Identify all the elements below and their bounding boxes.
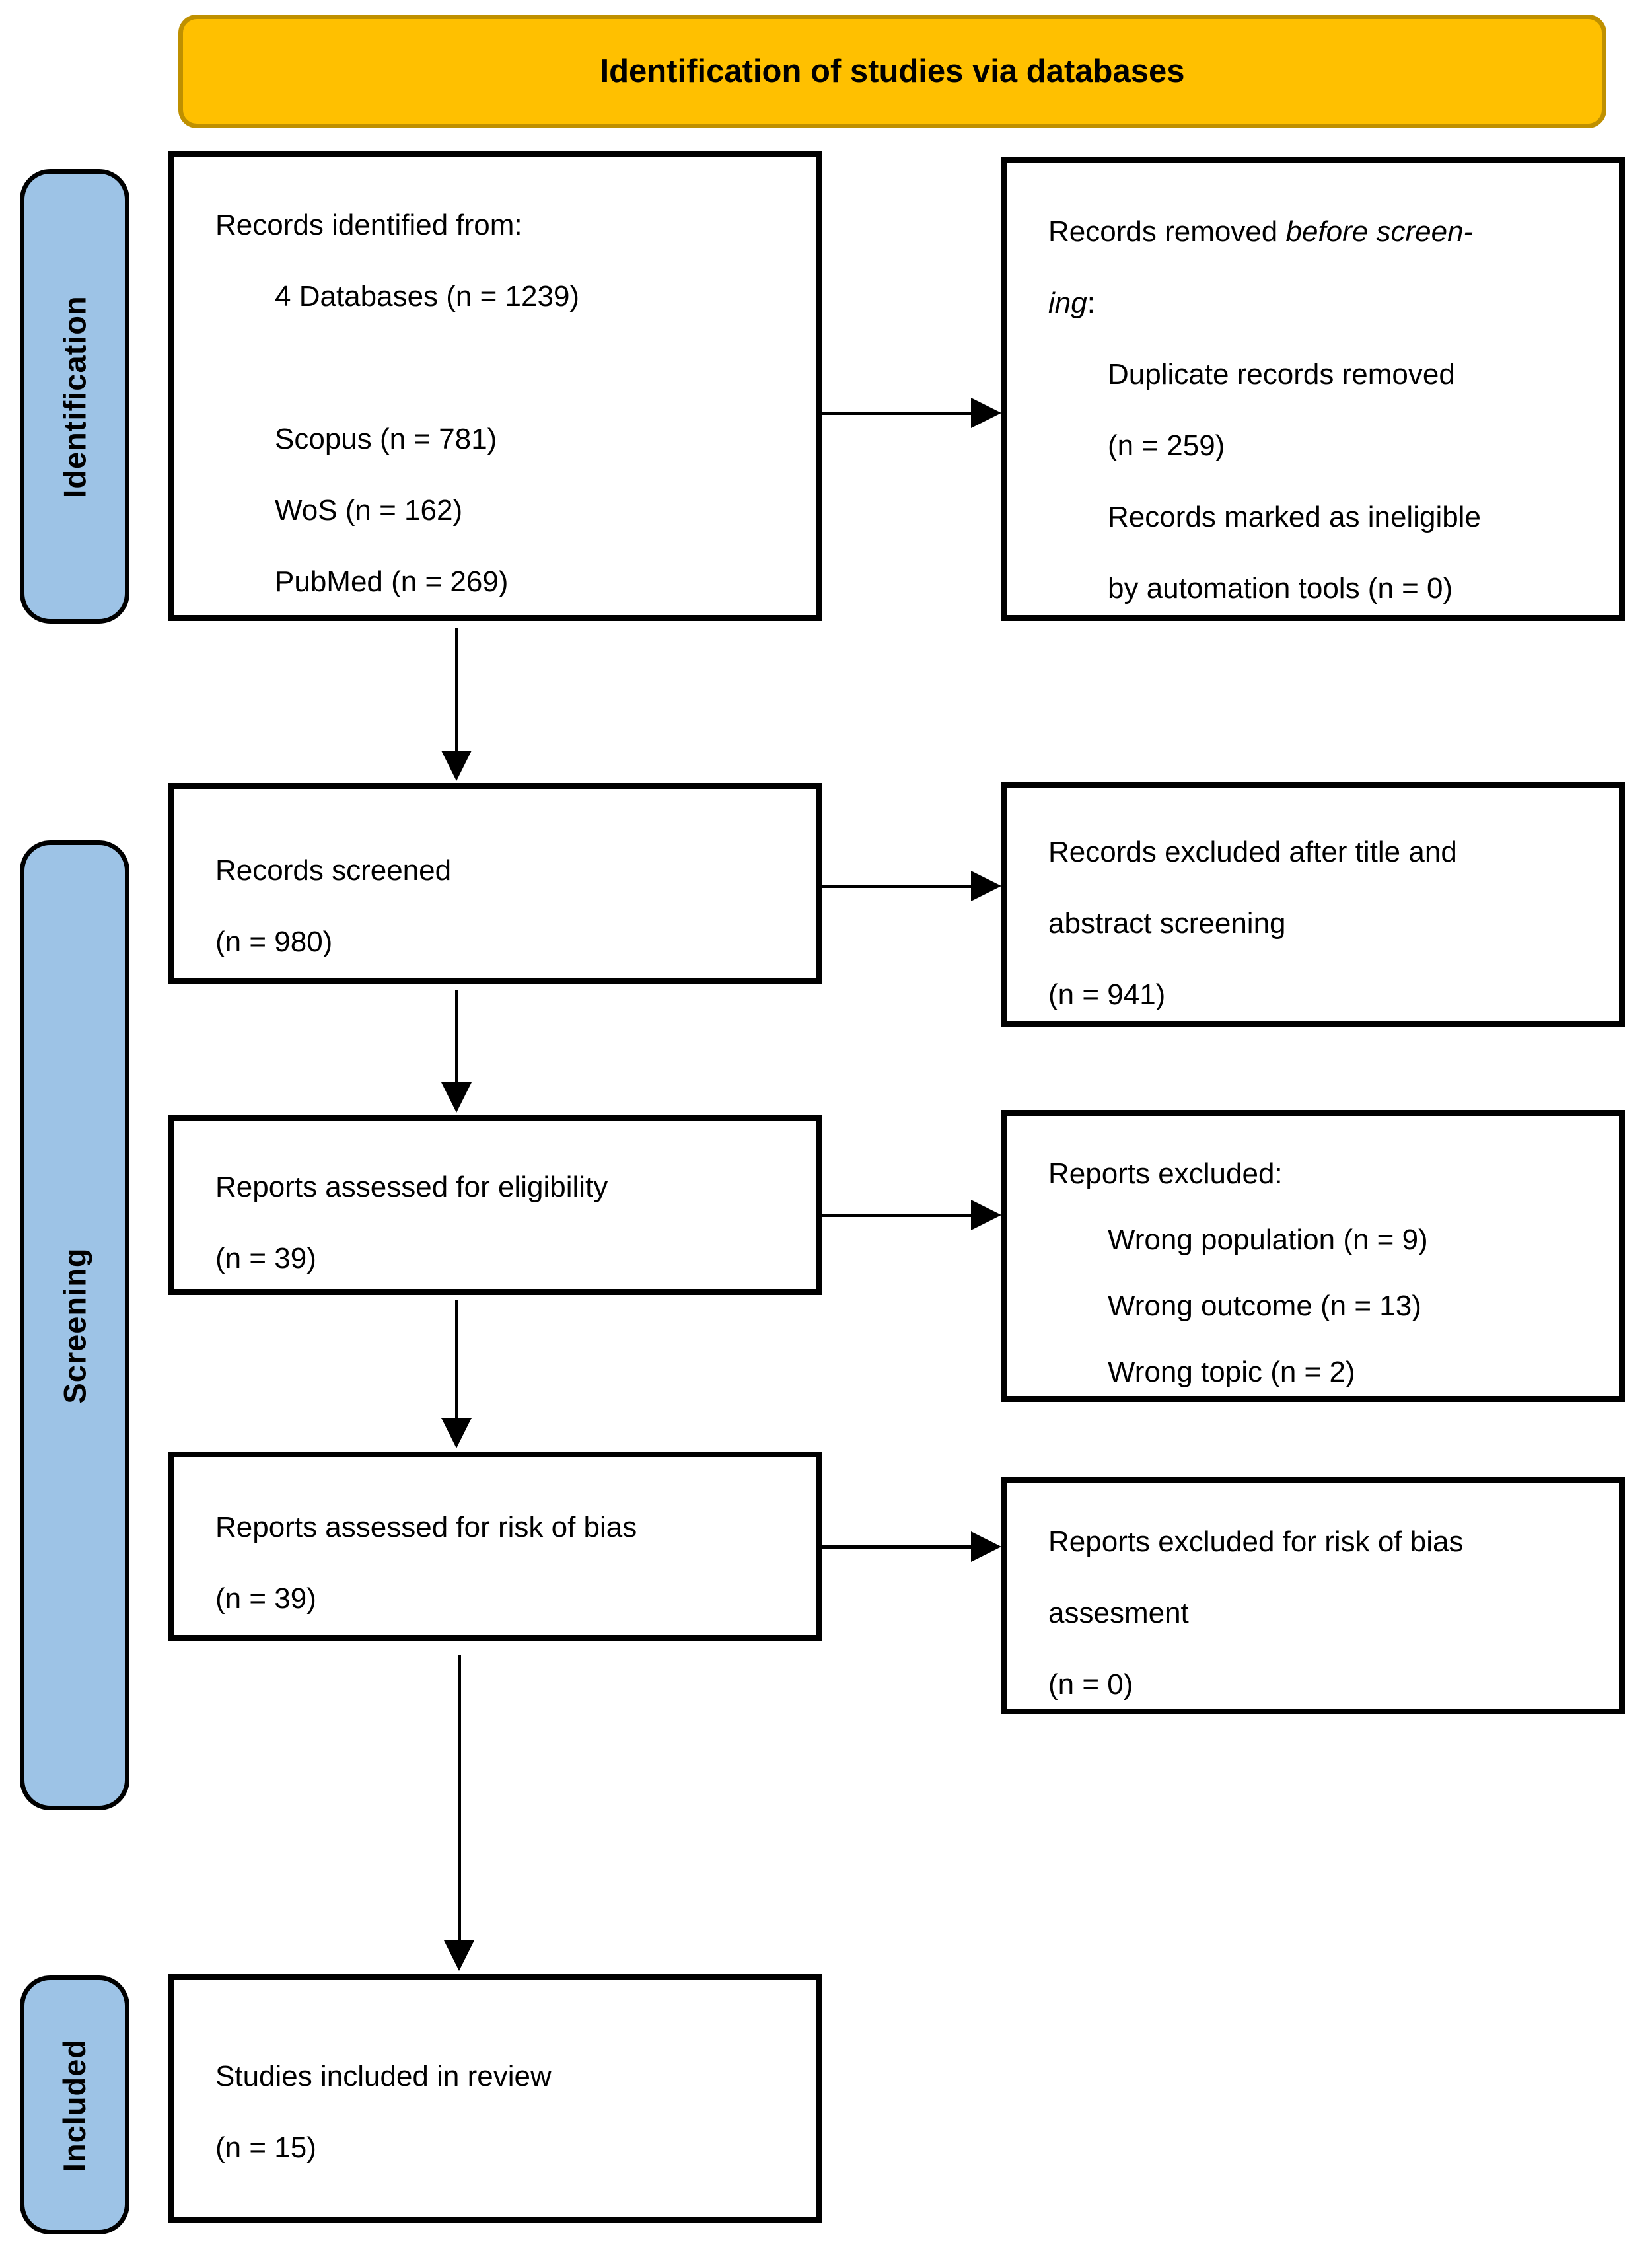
- box-line: Reports assessed for risk of bias: [215, 1511, 637, 1543]
- arrowhead-right-icon: [971, 398, 1001, 428]
- list-item: by automation tools (n = 0): [1108, 572, 1453, 605]
- list-item: Wrong outcome (n = 13): [1108, 1290, 1421, 1322]
- stage-label-included-text: Included: [57, 2038, 92, 2172]
- box-line: (n = 39): [215, 1582, 316, 1615]
- arrowhead-down-icon: [441, 751, 472, 781]
- stage-label-screening-text: Screening: [57, 1247, 92, 1404]
- box-line: (n = 39): [215, 1242, 316, 1274]
- list-item: Duplicate records removed: [1108, 358, 1455, 390]
- arrowhead-right-icon: [971, 1531, 1001, 1562]
- list-item: Wrong population (n = 9): [1108, 1224, 1428, 1256]
- right-arrow-identified-to-removed: [822, 398, 1001, 428]
- list-item: Records marked as ineligible: [1108, 501, 1481, 533]
- arrowhead-down-icon: [441, 1082, 472, 1113]
- box-records-removed-title-line1: Records removed before screen-: [1048, 196, 1600, 268]
- box-line: abstract screening: [1048, 907, 1286, 940]
- stage-label-identification: Identification: [20, 169, 129, 624]
- box-line: (n = 0): [1048, 1668, 1133, 1701]
- stage-label-screening: Screening: [20, 840, 129, 1810]
- down-arrow-screened-to-eligibility: [441, 990, 472, 1113]
- box-line: (n = 941): [1048, 978, 1166, 1011]
- box-records-identified: Records identified from: 4 Databases (n …: [168, 151, 822, 621]
- arrow-stem: [454, 628, 458, 752]
- list-item: (n = 259): [1108, 429, 1225, 462]
- arrowhead-down-icon: [441, 1418, 472, 1448]
- arrowhead-down-icon: [444, 1940, 474, 1971]
- down-arrow-identified-to-screened: [441, 628, 472, 781]
- title-normal-text: :: [1087, 287, 1095, 319]
- down-arrow-bias-to-included: [444, 1655, 474, 1971]
- box-line: Records screened: [215, 854, 452, 887]
- right-arrow-bias-to-excluded: [822, 1531, 1001, 1562]
- box-records-identified-title: Records identified from:: [215, 209, 522, 241]
- arrow-stem: [457, 1655, 461, 1942]
- list-item: 4 Databases (n = 1239): [275, 280, 580, 313]
- arrow-stem: [822, 411, 972, 415]
- arrow-stem: [454, 1300, 458, 1419]
- box-line: Reports excluded for risk of bias: [1048, 1526, 1464, 1558]
- down-arrow-eligibility-to-bias: [441, 1300, 472, 1448]
- list-item: Wrong topic (n = 2): [1108, 1356, 1355, 1388]
- title-normal-text: Records removed: [1048, 215, 1286, 248]
- arrowhead-right-icon: [971, 1200, 1001, 1230]
- box-records-screened: Records screened (n = 980): [168, 783, 822, 984]
- list-item: PubMed (n = 269): [275, 566, 509, 598]
- box-records-removed-before-screening: Records removed before screen- ing: Dupl…: [1001, 157, 1625, 621]
- arrow-stem: [822, 884, 972, 888]
- box-reports-assessed-eligibility: Reports assessed for eligibility (n = 39…: [168, 1115, 822, 1295]
- box-studies-included: Studies included in review (n = 15): [168, 1974, 822, 2223]
- box-line: Studies included in review: [215, 2060, 552, 2092]
- list-item: Scopus (n = 781): [275, 423, 497, 455]
- box-line: assesment: [1048, 1597, 1189, 1629]
- right-arrow-eligibility-to-excluded: [822, 1200, 1001, 1230]
- arrowhead-right-icon: [971, 871, 1001, 901]
- arrow-stem: [454, 990, 458, 1084]
- arrow-stem: [822, 1545, 972, 1549]
- box-reports-excluded: Reports excluded: Wrong population (n = …: [1001, 1110, 1625, 1402]
- box-reports-assessed-risk-of-bias: Reports assessed for risk of bias (n = 3…: [168, 1452, 822, 1641]
- stage-label-included: Included: [20, 1975, 129, 2234]
- title-italic-text: before screen-: [1285, 215, 1474, 248]
- box-line: Records excluded after title and: [1048, 836, 1457, 868]
- box-records-removed-title-line2: ing:: [1048, 268, 1600, 339]
- right-arrow-screened-to-excluded: [822, 871, 1001, 901]
- box-records-excluded: Records excluded after title and abstrac…: [1001, 782, 1625, 1027]
- box-reports-excluded-risk-of-bias: Reports excluded for risk of bias assesm…: [1001, 1477, 1625, 1714]
- title-italic-text: ing: [1048, 287, 1087, 319]
- box-reports-excluded-title: Reports excluded:: [1048, 1158, 1283, 1190]
- box-line: (n = 980): [215, 926, 333, 958]
- stage-label-identification-text: Identification: [57, 295, 92, 498]
- banner-title: Identification of studies via databases: [600, 54, 1185, 89]
- arrow-stem: [822, 1213, 972, 1217]
- list-item: WoS (n = 162): [275, 494, 463, 527]
- box-line: Reports assessed for eligibility: [215, 1171, 608, 1203]
- banner-identification-via-databases: Identification of studies via databases: [178, 15, 1606, 128]
- box-line: (n = 15): [215, 2131, 316, 2164]
